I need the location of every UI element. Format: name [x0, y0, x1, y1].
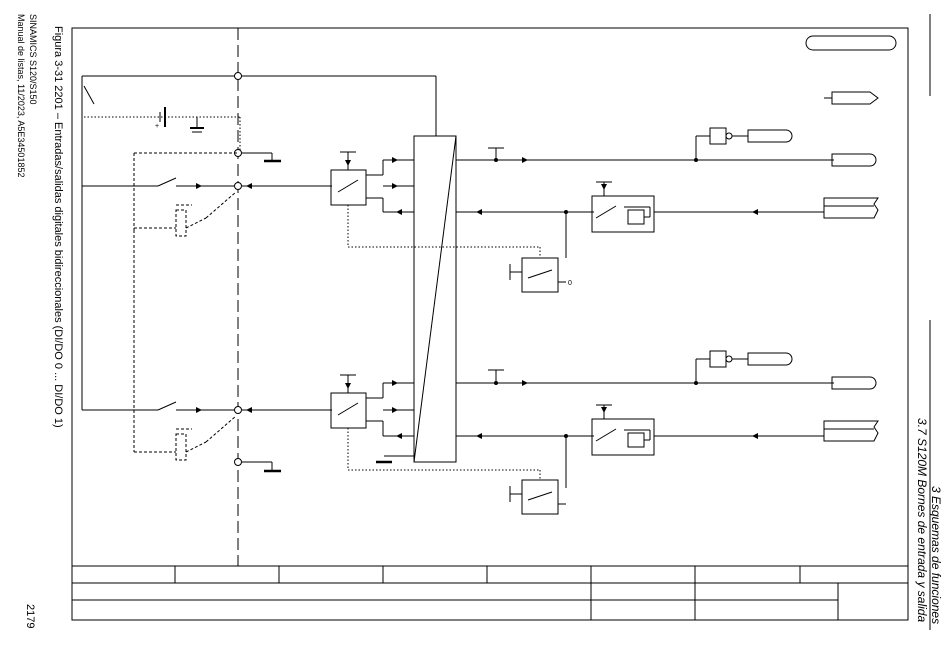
top-right-pill — [806, 36, 896, 50]
connector-di0 — [832, 154, 876, 166]
terminal-top — [235, 73, 242, 80]
switch-state-label: 0 — [568, 280, 572, 287]
gate-1 — [628, 433, 644, 447]
gate-0 — [628, 210, 644, 224]
plus-label: + — [155, 123, 159, 130]
connector-do1 — [824, 421, 878, 441]
switch-block-1 — [331, 393, 366, 428]
terminal-di1 — [235, 407, 242, 414]
output-block-0 — [592, 196, 654, 232]
switch-block-0b — [522, 258, 558, 292]
connector-top — [832, 92, 878, 104]
connector-do0 — [824, 198, 878, 218]
terminal-di0 — [235, 183, 242, 190]
connector-di1 — [832, 377, 876, 389]
inverter-0 — [710, 128, 726, 144]
terminal-ground-2 — [235, 459, 242, 466]
connector-inv1 — [748, 353, 792, 365]
arrowheads — [196, 157, 758, 439]
relay-coil-2 — [176, 434, 186, 460]
inverter-1 — [710, 351, 726, 367]
output-block-1 — [592, 419, 654, 455]
title-block — [72, 566, 908, 620]
connector-inv0 — [748, 130, 792, 142]
interface-diagonal — [414, 136, 456, 462]
switch-block-0 — [331, 170, 366, 205]
switch-block-1b — [522, 480, 558, 514]
relay-coil-1 — [176, 210, 186, 236]
